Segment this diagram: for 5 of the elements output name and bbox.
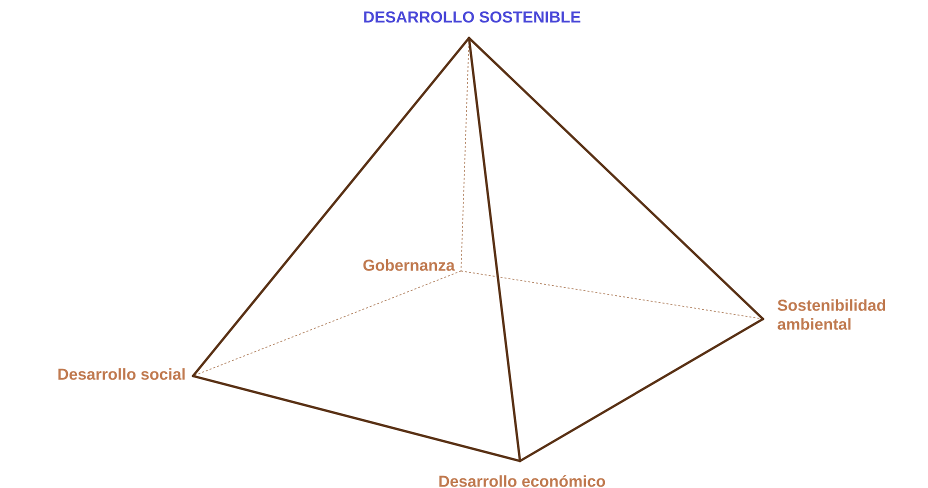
vertex-label: Sostenibilidad ambiental bbox=[778, 299, 886, 330]
vertex-label: Desarrollo social bbox=[58, 368, 185, 380]
vertex-label: Gobernanza bbox=[363, 259, 455, 271]
apex-label: DESARROLLO SOSTENIBLE bbox=[364, 11, 580, 23]
vertex-label: Desarrollo económico bbox=[439, 475, 606, 487]
